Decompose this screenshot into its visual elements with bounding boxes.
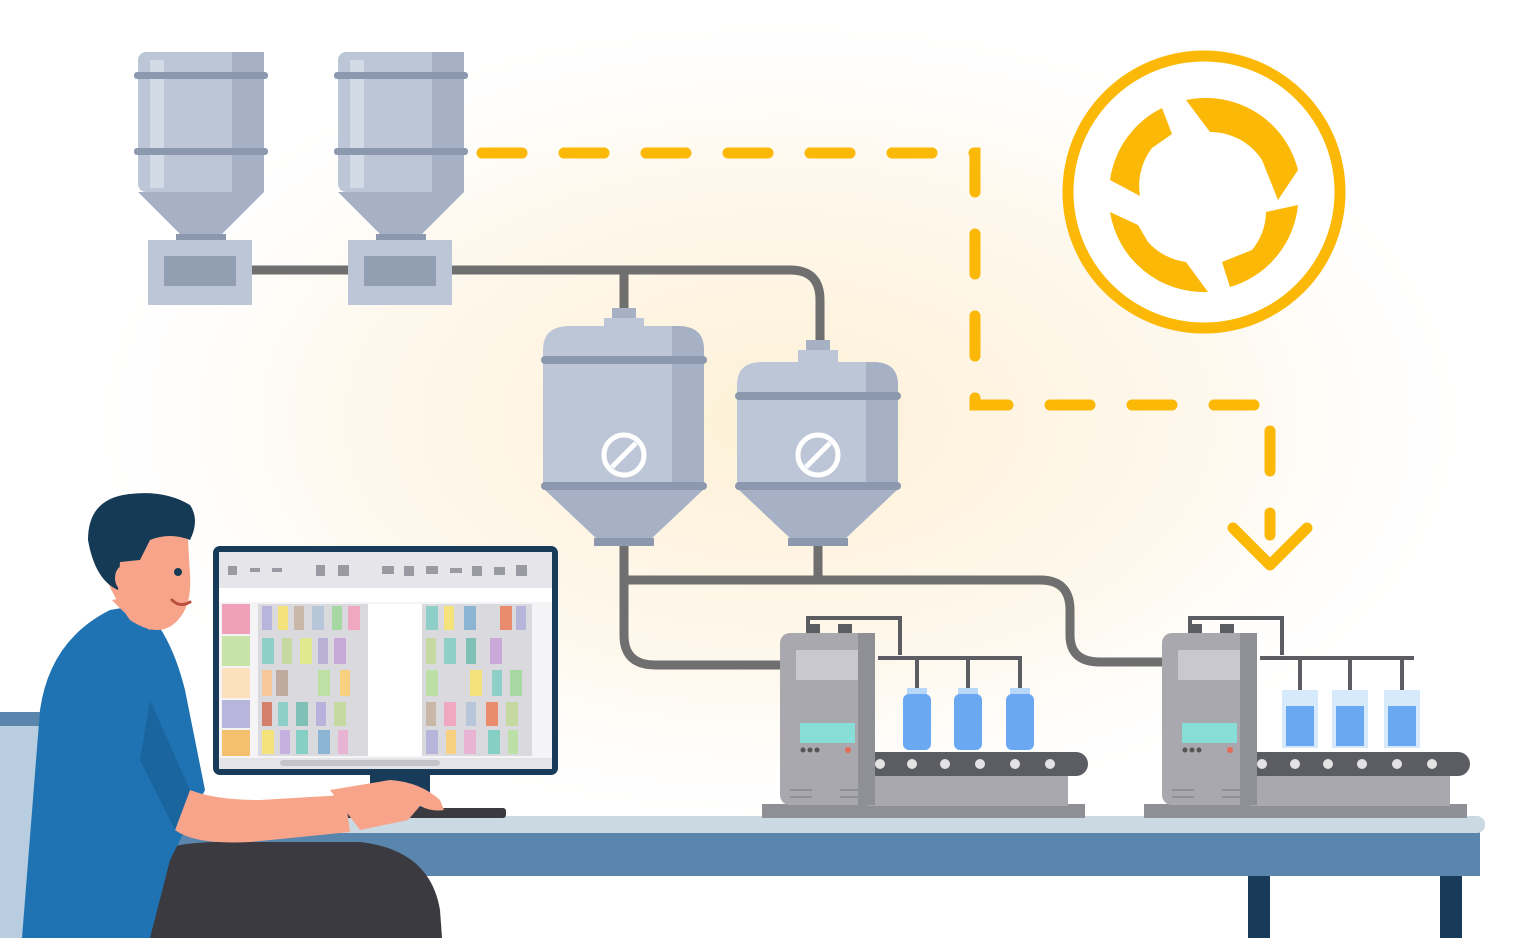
silo-2 (334, 52, 468, 305)
bottle (1006, 688, 1034, 750)
operator-person (22, 493, 444, 938)
arrow-down-icon (1227, 522, 1313, 571)
mixing-tank-1 (541, 308, 707, 546)
gantt-highlight-panel (368, 604, 422, 756)
bottle (954, 688, 982, 750)
glass (1282, 690, 1318, 748)
pipes (250, 265, 1165, 670)
filling-machine-2 (1144, 616, 1470, 818)
recycle-cycle-icon (1062, 50, 1346, 334)
mixing-tank-2 (735, 340, 901, 546)
silo-1 (134, 52, 268, 305)
filling-machine-1 (762, 616, 1088, 818)
glass (1384, 690, 1420, 748)
glass (1332, 690, 1368, 748)
gauge-icon (601, 432, 647, 478)
gauge-icon (795, 432, 841, 478)
bottle (903, 688, 931, 750)
gantt-row-labels (222, 604, 250, 756)
toolbar-icons (228, 565, 527, 576)
gantt-bars (262, 606, 526, 754)
flow-dashed-line (476, 147, 1276, 541)
